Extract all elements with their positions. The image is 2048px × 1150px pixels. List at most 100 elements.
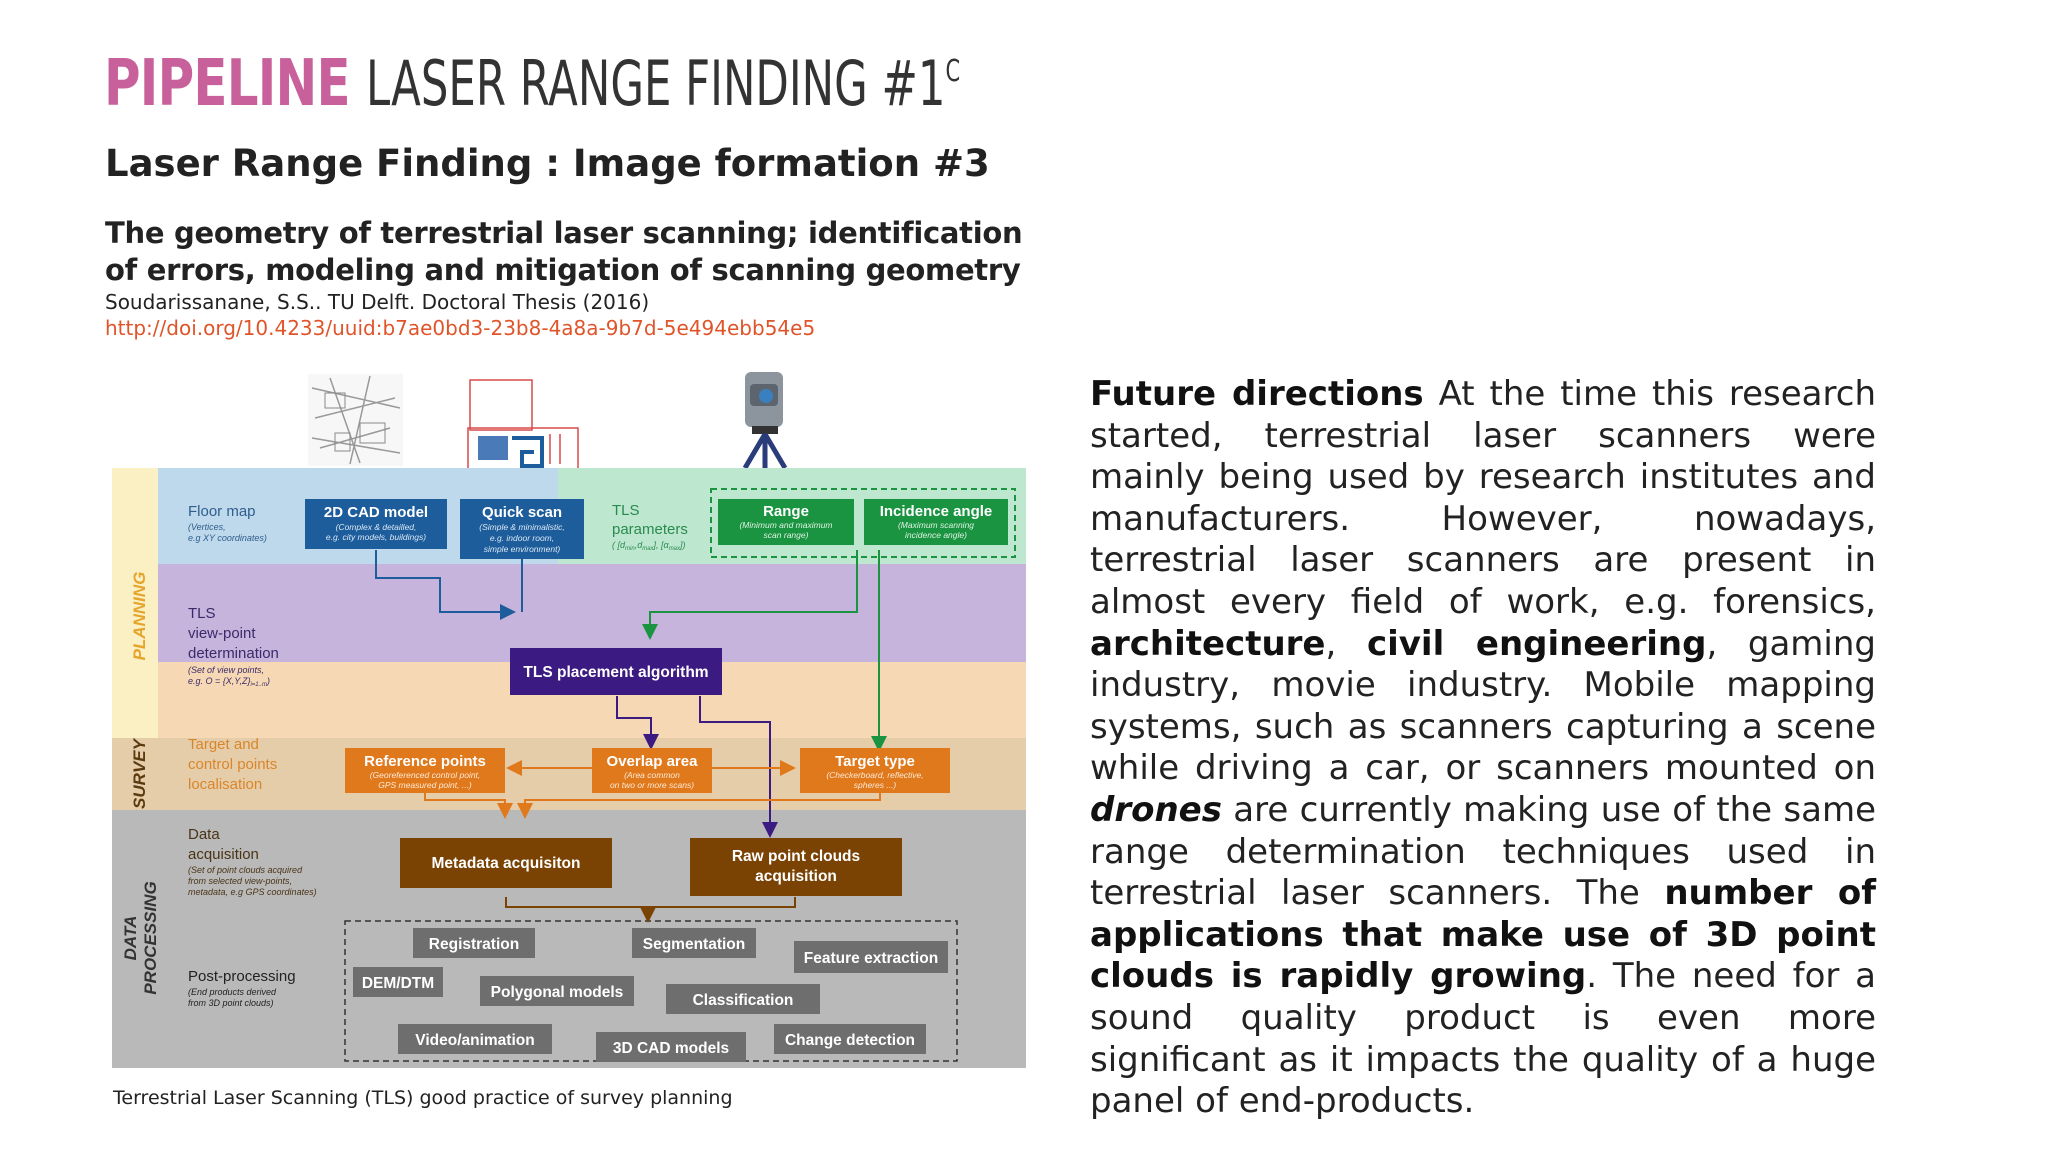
product-segmentation-label: Segmentation — [643, 936, 745, 953]
product-registration: Registration — [413, 928, 535, 958]
viewpoint-s1: (Set of view points, — [188, 665, 264, 675]
tls-params-sub-close: ]) — [679, 540, 686, 550]
product-segmentation: Segmentation — [632, 928, 756, 958]
data-phase-label: DATA — [121, 916, 140, 961]
product-video-animation-label: Video/animation — [415, 1032, 534, 1049]
metadata-title: Metadata acquisiton — [432, 855, 581, 872]
body-text-1: At the time this research started, terre… — [1090, 374, 1876, 622]
viewpoint-s2: e.g. O = {X,Y,Z}i=1..m) — [188, 676, 270, 688]
floor-map-sub1: (Vertices, — [188, 522, 226, 532]
quick-scan-box: Quick scan (Simple & minimalistic, e.g. … — [460, 499, 584, 559]
reference-title: The geometry of terrestrial laser scanni… — [105, 216, 1023, 287]
tls-params-sub-max: max — [642, 546, 654, 552]
connector-placement-to-raw — [699, 696, 778, 838]
metadata-acquisition-box: Metadata acquisiton — [400, 838, 612, 888]
product-3d-cad-models-label: 3D CAD models — [613, 1040, 729, 1057]
data-acq-l2: acquisition — [188, 846, 259, 863]
viewpoint-band — [158, 564, 1026, 662]
target-l1: Target and — [188, 736, 259, 753]
connector-range-to-placement — [642, 550, 858, 640]
title-superscript: C — [945, 54, 961, 89]
cad-s1: (Complex & detailled, — [336, 522, 417, 532]
product-dem-dtm: DEM/DTM — [353, 967, 443, 997]
tls-params-sub-mid: ,d — [635, 540, 644, 550]
placement-title: TLS placement algorithm — [523, 664, 708, 681]
product-polygonal-models: Polygonal models — [480, 976, 634, 1006]
overlap-area-box: Overlap area (Area common on two or more… — [592, 748, 712, 793]
product-3d-cad-models: 3D CAD models — [596, 1032, 746, 1062]
target-l3: localisation — [188, 776, 262, 793]
data-acq-s2: from selected view-points, — [188, 876, 292, 886]
placement-algorithm-box: TLS placement algorithm — [510, 648, 722, 695]
tls-params-sub: ( [dmin,dmax], [αmax]) — [612, 540, 686, 552]
product-change-detection: Change detection — [774, 1024, 926, 1054]
data-acquisition-row-label: Data acquisition (Set of point clouds ac… — [188, 826, 317, 897]
viewpoint-l2: view-point — [188, 625, 256, 642]
viewpoint-s2b: i=1..m — [250, 682, 267, 688]
viewpoint-row-label: TLS view-point determination (Set of vie… — [188, 605, 279, 688]
survey-planning-figure: PLANNING SURVEY DATA PROCESSING Floor ma… — [112, 372, 1026, 1068]
floor-map-label: Floor map — [188, 503, 256, 520]
survey-phase-label: SURVEY — [130, 737, 149, 809]
overlap-title: Overlap area — [607, 753, 699, 770]
product-video-animation: Video/animation — [398, 1024, 552, 1054]
slide-title: PIPELINE LASER RANGE FINDING #1C — [104, 52, 1215, 116]
body-text-3: , gaming industry, movie industry. Mobil… — [1090, 623, 1876, 789]
laser-scanner-illustration — [742, 372, 788, 470]
tls-params-sub-min: min — [625, 546, 635, 552]
overlap-s2: on two or more scans) — [610, 780, 694, 790]
data-acq-l1: Data — [188, 826, 220, 843]
cad-model-box: 2D CAD model (Complex & detailled, e.g. … — [305, 499, 447, 549]
body-lead: Future directions — [1090, 374, 1424, 414]
floor-plan-illustration — [467, 379, 579, 475]
body-bold-civil-engineering: civil engineering — [1366, 623, 1707, 664]
tls-params-label2: parameters — [612, 521, 688, 538]
connector-raw-to-products — [648, 897, 796, 908]
title-rest-text: LASER RANGE FINDING #1 — [366, 47, 946, 120]
connector-placement-to-overlap — [616, 696, 659, 750]
viewpoint-s2c: ) — [266, 676, 270, 686]
product-dem-dtm-label: DEM/DTM — [362, 975, 434, 992]
incidence-title: Incidence angle — [880, 503, 993, 520]
body-text-2: , — [1325, 623, 1367, 664]
overlap-s1: (Area common — [624, 770, 680, 780]
post-l1: Post-processing — [188, 968, 296, 985]
slide-subtitle: Laser Range Finding : Image formation #3 — [105, 142, 990, 185]
target-type-title: Target type — [835, 753, 915, 770]
target-type-box: Target type (Checkerboard, reflective, s… — [800, 748, 950, 793]
tls-params-group-border — [710, 488, 1016, 558]
tls-params-sub-mid2: ], [α — [653, 540, 670, 550]
product-feature-extraction-label: Feature extraction — [804, 950, 938, 967]
title-rest: LASER RANGE FINDING #1C — [366, 53, 960, 115]
body-bold-applications: number of applications that make use of … — [1090, 873, 1876, 997]
raw-title1: Raw point clouds — [732, 848, 860, 865]
body-paragraph: Future directions At the time this resea… — [1090, 374, 1876, 1123]
range-title: Range — [763, 503, 809, 520]
product-feature-extraction: Feature extraction — [794, 941, 948, 973]
product-registration-label: Registration — [429, 936, 519, 953]
reference-link[interactable]: http://doi.org/10.4233/uuid:b7ae0bd3-23b… — [105, 316, 816, 340]
incidence-s2: incidence angle) — [905, 530, 967, 540]
planning-phase-label: PLANNING — [130, 572, 149, 661]
product-classification: Classification — [666, 984, 820, 1014]
range-s2: scan range) — [764, 530, 809, 540]
product-change-detection-label: Change detection — [785, 1032, 915, 1049]
target-type-s2: spheres ...) — [854, 780, 897, 790]
viewpoint-s2a: e.g. O = {X,Y,Z} — [188, 676, 250, 686]
reference-authors: Soudarissanane, S.S.. TU Delft. Doctoral… — [105, 290, 650, 314]
connector-metadata-to-products — [505, 897, 656, 923]
body-text-4: are currently making use of the same ran… — [1090, 789, 1876, 914]
target-l2: control points — [188, 756, 277, 773]
raw-point-clouds-box: Raw point clouds acquisition — [690, 838, 902, 896]
product-polygonal-models-label: Polygonal models — [491, 984, 624, 1001]
floor-map-row-label: Floor map (Vertices, e.g XY coordinates) — [188, 503, 267, 543]
incidence-s1: (Maximum scanning — [898, 520, 974, 530]
connector-cad-to-quick — [375, 550, 516, 620]
target-type-s1: (Checkerboard, reflective, — [826, 770, 923, 780]
raw-title2: acquisition — [755, 868, 837, 885]
post-s2: from 3D point clouds) — [188, 998, 274, 1008]
processing-phase-label: PROCESSING — [141, 881, 160, 994]
connector-target-to-metadata — [517, 788, 881, 819]
title-accent: PIPELINE — [104, 47, 351, 121]
post-s1: (End products derived — [188, 987, 277, 997]
